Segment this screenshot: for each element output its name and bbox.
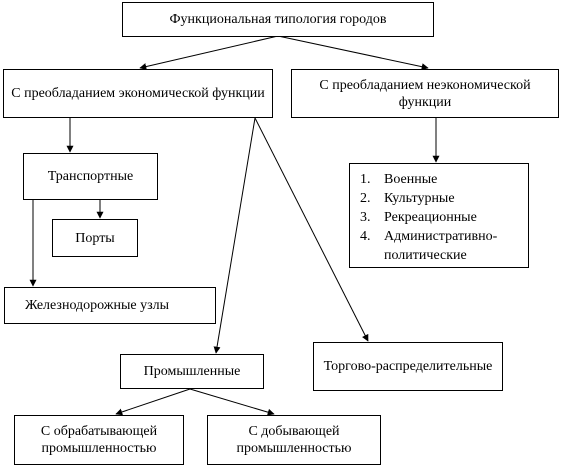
arrow-economic-to-industrial: [213, 117, 256, 354]
list-item-label: Культурные: [384, 191, 455, 206]
node-ports: Порты: [52, 219, 138, 257]
node-trade: Торгово-распределительные: [313, 342, 503, 391]
node-ports-label: Порты: [75, 230, 115, 246]
non-economic-list: 1. Военные 2. Культурные 3. Рекреационные 4. Ад…: [360, 170, 528, 265]
node-extracting: С добывающей промышленностью: [207, 415, 381, 465]
non-economic-list-item: 2. Культурные: [360, 189, 528, 208]
arrow-root-to-economic: [139, 35, 279, 70]
node-root-label: Функциональная типология городов: [169, 12, 387, 27]
node-extracting-label: С добывающей промышленностью: [236, 424, 352, 456]
list-item-number: 3.: [360, 210, 371, 225]
node-processing-label: С обрабатывающей промышленностью: [40, 424, 158, 456]
node-transport-label: Транспортные: [47, 169, 134, 184]
arrow-root-to-non-economic: [277, 35, 429, 71]
list-item-number: 1.: [360, 172, 371, 187]
arrow-economic-to-trade: [254, 117, 369, 342]
non-economic-list-item: 4. Административно-политические: [360, 227, 528, 265]
node-non-economic: С преобладанием неэкономической функции: [291, 69, 559, 118]
node-trade-label: Торгово-распределительные: [323, 359, 493, 374]
list-item-number: 4.: [360, 229, 371, 244]
node-industrial-label: Промышленные: [143, 364, 241, 379]
node-economic-label: С преобладанием экономической функции: [11, 86, 265, 101]
list-item-number: 2.: [360, 191, 371, 206]
node-railway-label: Железнодорожные узлы: [25, 298, 170, 313]
node-railway: Железнодорожные узлы: [4, 287, 216, 324]
node-non-economic-list: 1. Военные 2. Культурные 3. Рекреационные 4. Ад…: [349, 163, 529, 268]
node-industrial: Промышленные: [120, 354, 264, 389]
node-economic: С преобладанием экономической функции: [3, 69, 273, 118]
list-item-label: Рекреационные: [384, 210, 477, 225]
arrow-industrial-to-processing: [115, 388, 191, 416]
node-non-economic-label: С преобладанием неэкономической функции: [319, 77, 531, 110]
non-economic-list-item: 3. Рекреационные: [360, 208, 528, 227]
list-item-label: Военные: [384, 172, 438, 187]
non-economic-list-item: 1. Военные: [360, 170, 528, 189]
node-transport: Транспортные: [23, 153, 158, 200]
node-processing: С обрабатывающей промышленностью: [14, 415, 184, 465]
arrow-industrial-to-extracting: [189, 388, 275, 416]
list-item-label: Административно-политические: [384, 229, 498, 263]
node-root: Функциональная типология городов: [122, 2, 434, 37]
